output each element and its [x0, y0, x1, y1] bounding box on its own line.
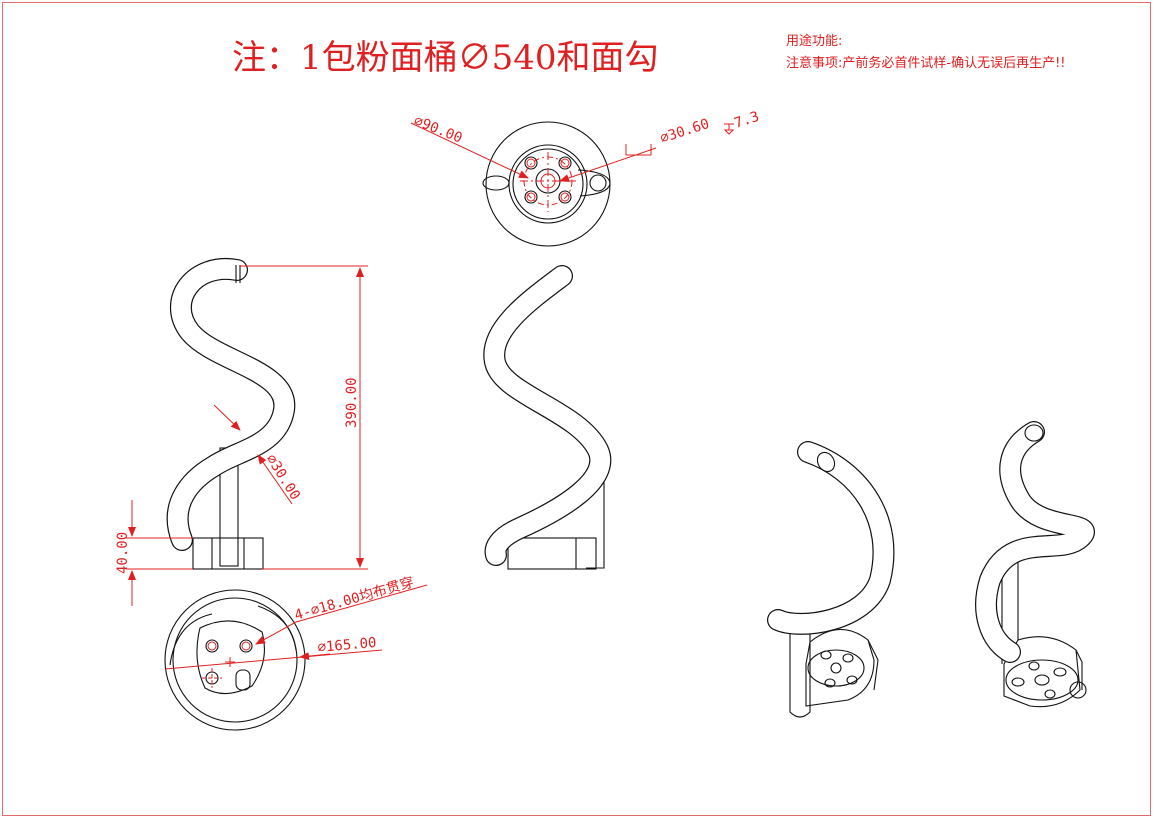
height-label: 390.00: [344, 377, 360, 428]
top-hole-dia-label: ∅90.00: [412, 113, 465, 147]
purpose-note: 用途功能:: [786, 34, 843, 49]
bolt-holes-label: 4-∅18.00均布贯穿: [293, 574, 416, 623]
base-height-label: 40.00: [115, 532, 131, 574]
top-view: [410, 121, 735, 247]
iso-view-2: [975, 421, 1095, 708]
tube-dia-label: ∅30.00: [263, 452, 303, 503]
side-view: [483, 265, 612, 570]
iso-view-1: [767, 441, 895, 718]
base-dia-label: ∅165.00: [317, 635, 377, 656]
counterbore-depth-label: 7.3: [732, 109, 761, 132]
front-view: [166, 257, 296, 570]
bottom-view: [164, 589, 306, 731]
caution-note: 注意事项:产前务必首件试样-确认无误后再生产!!: [786, 56, 1066, 71]
drawing-title: 注：1包粉面桶∅540和面勾: [232, 38, 659, 78]
counterbore-label: ∅30.60: [658, 116, 711, 147]
